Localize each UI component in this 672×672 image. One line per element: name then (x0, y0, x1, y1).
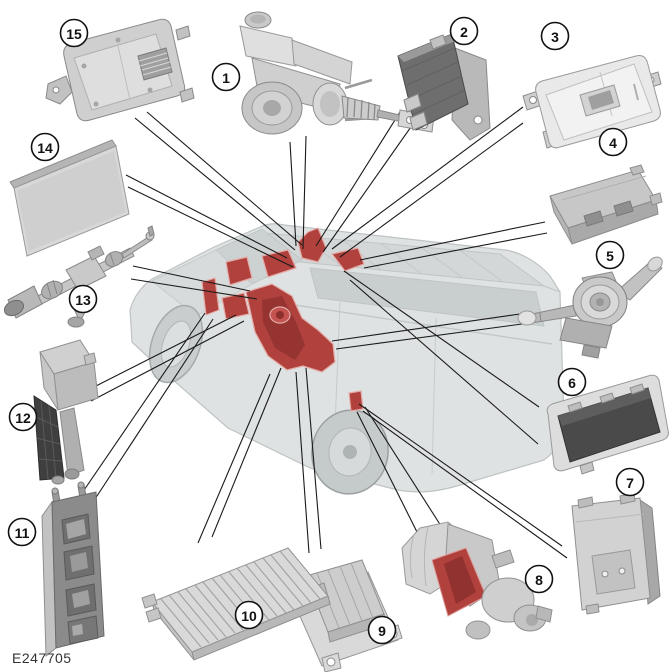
component-steering-gear (3, 225, 155, 328)
boot-ribs (346, 96, 376, 121)
highlight-pillar-left (201, 277, 220, 316)
callout-7-label: 7 (626, 475, 634, 491)
component-instrument-cluster (546, 374, 669, 475)
callout-13-label: 13 (75, 292, 91, 308)
callout-12-label: 12 (15, 410, 31, 426)
callout-2: 2 (449, 16, 479, 46)
component-display-panel (9, 139, 130, 257)
callouts: 1 2 3 4 5 6 7 8 9 10 11 12 13 14 15 (7, 16, 645, 645)
figure-reference-code: E247705 (12, 650, 72, 666)
rear-wheel (311, 409, 389, 495)
highlight-cup-center (276, 311, 284, 319)
callout-14-label: 14 (37, 140, 53, 156)
callout-11: 11 (7, 517, 37, 547)
vent-grille (138, 52, 172, 76)
callout-1: 1 (211, 62, 241, 92)
callout-6-label: 6 (568, 375, 576, 391)
highlight-dash-left (261, 249, 297, 278)
callout-2-label: 2 (460, 24, 468, 40)
callout-3-label: 3 (551, 29, 559, 45)
callout-9-label: 9 (378, 623, 386, 639)
callout-15: 15 (59, 18, 89, 48)
leader-lines (79, 106, 568, 559)
component-gateway-control-module (549, 164, 663, 245)
callout-7: 7 (615, 467, 645, 497)
callout-8-label: 8 (535, 572, 543, 588)
component-steering-column-switch (517, 256, 663, 359)
component-transfer-case (401, 521, 553, 640)
callout-4: 4 (598, 127, 628, 157)
component-finned-amplifier (141, 547, 331, 661)
component-body-control-module (41, 481, 105, 658)
callout-13: 13 (68, 284, 98, 314)
component-bracket-mounted-module (33, 339, 99, 485)
callout-5: 5 (595, 240, 625, 270)
component-vented-control-module (45, 18, 195, 122)
callout-9: 9 (367, 615, 397, 645)
callout-10-label: 10 (241, 608, 257, 624)
callout-12: 12 (8, 402, 38, 432)
highlight-cowl-left (225, 256, 253, 286)
component-brake-activation-module (239, 11, 435, 135)
callout-4-label: 4 (609, 135, 617, 151)
component-flat-control-module (522, 55, 662, 149)
highlight-floor-left (221, 292, 250, 320)
module-texture (401, 47, 466, 116)
component-vertical-control-module (571, 492, 661, 615)
component-control-module-with-bracket (397, 33, 491, 141)
bracket-mesh (35, 400, 63, 480)
callout-3: 3 (540, 21, 570, 51)
callout-10: 10 (234, 600, 264, 630)
callout-6: 6 (557, 367, 587, 397)
callout-11-label: 11 (15, 525, 30, 541)
highlight-dash-top (297, 227, 327, 263)
callout-5-label: 5 (606, 248, 614, 264)
callout-14: 14 (30, 132, 60, 162)
highlight-rear-unit (348, 390, 364, 412)
callout-15-label: 15 (66, 26, 82, 42)
callout-1-label: 1 (222, 70, 230, 86)
callout-8: 8 (524, 564, 554, 594)
